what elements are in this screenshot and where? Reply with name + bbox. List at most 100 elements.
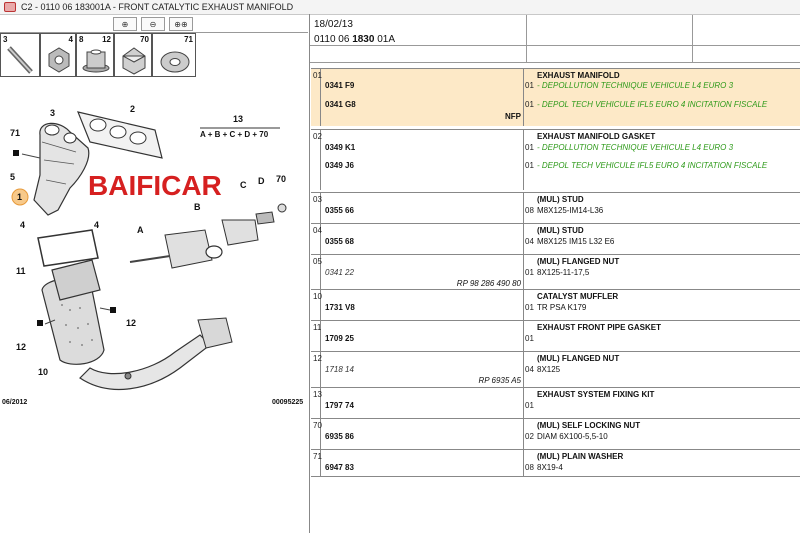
label-70: 70 — [276, 174, 287, 184]
table-row[interactable]: 01 0341 F9 01 EXHAUST MANIFOLD - DEPOLLU… — [311, 68, 800, 126]
part-quantity: 08 — [525, 206, 534, 215]
table-row[interactable]: 11 1709 25 01 EXHAUST FRONT PIPE GASKET — [311, 320, 800, 351]
header-divider — [310, 62, 800, 63]
part-quantity: 01 — [525, 100, 534, 109]
part-description: (MUL) STUD — [537, 226, 584, 235]
qty-divider — [523, 352, 524, 387]
table-row[interactable]: 04 0355 68 04 (MUL) STUD M8X125 IM15 L32… — [311, 223, 800, 254]
row-index: 12 — [313, 354, 322, 363]
part-reference[interactable]: 0341 G8 — [325, 100, 356, 109]
part-quantity: 01 — [525, 268, 534, 277]
qty-divider — [523, 193, 524, 223]
table-row[interactable]: 05 0341 22 RP 98 286 490 80 01 (MUL) FLA… — [311, 254, 800, 289]
zoom-out-button[interactable]: ⊖ — [141, 17, 165, 31]
row-index: 11 — [313, 323, 322, 332]
label-11: 11 — [16, 266, 26, 276]
qty-divider — [523, 388, 524, 418]
table-row[interactable]: 70 6935 86 02 (MUL) SELF LOCKING NUT DIA… — [311, 418, 800, 449]
thumbnail-number: 12 — [102, 35, 111, 44]
index-column — [311, 419, 321, 449]
part-description: CATALYST MUFFLER — [537, 292, 619, 301]
part-reference[interactable]: 0355 68 — [325, 237, 354, 246]
stud-icon — [7, 46, 33, 74]
part-reference[interactable]: 0341 F9 — [325, 81, 355, 90]
table-row[interactable]: 71 6947 83 08 (MUL) PLAIN WASHER 8X19-4 — [311, 449, 800, 477]
part-quantity: 02 — [525, 432, 534, 441]
part-reference[interactable]: 1718 14 — [325, 365, 354, 374]
table-row[interactable]: 12 1718 14 RP 6935 A5 04 (MUL) FLANGED N… — [311, 351, 800, 387]
part-thumbnails: 3 4 8 12 70 71 — [0, 33, 196, 77]
table-row[interactable]: 03 0355 66 08 (MUL) STUD M8X125-IM14-L36 — [311, 192, 800, 223]
ref-prefix: 0110 06 — [314, 34, 350, 45]
label-12: 12 — [16, 342, 27, 352]
part-quantity: 04 — [525, 237, 534, 246]
part-reference[interactable]: 1797 74 — [325, 401, 354, 410]
diagram-date: 06/2012 — [2, 399, 28, 406]
qty-divider — [523, 224, 524, 254]
hex-nut-icon — [122, 47, 146, 75]
row-index: 71 — [313, 452, 322, 461]
thumbnail-washer[interactable]: 71 — [152, 33, 196, 77]
window-titlebar: C2 - 0110 06 183001A - FRONT CATALYTIC E… — [0, 0, 800, 15]
part-description: EXHAUST SYSTEM FIXING KIT — [537, 390, 655, 399]
qty-divider — [523, 450, 524, 477]
zoom-fit-icon: ⊕⊕ — [174, 19, 188, 29]
part-note: - DEPOL TECH VEHICULE IFL5 EURO 4 INCITA… — [537, 161, 768, 170]
part-note: - DEPOLLUTION TECHNIQUE VEHICULE L4 EURO… — [537, 143, 734, 152]
row-index: 10 — [313, 292, 322, 301]
thumbnail-flanged-nut[interactable]: 8 12 — [76, 33, 114, 77]
zoom-fit-button[interactable]: ⊕⊕ — [169, 17, 193, 31]
part-reference[interactable]: 0341 22 — [325, 268, 354, 277]
diagram-code: 00095225 — [272, 399, 304, 406]
ref-bold: 1830 — [352, 34, 375, 45]
table-row[interactable]: 02 0349 K1 01 EXHAUST MANIFOLD GASKET - … — [311, 129, 800, 190]
exhaust-assembly-drawing — [11, 111, 287, 390]
index-column — [311, 69, 321, 126]
row-index: 02 — [313, 132, 322, 141]
qty-divider — [523, 419, 524, 449]
part-spec: 8X125 — [537, 365, 561, 374]
part-reference[interactable]: 0349 J6 — [325, 161, 354, 170]
row-index: 13 — [313, 390, 322, 399]
part-spec: DIAM 6X100-5,5-10 — [537, 432, 608, 441]
index-column — [311, 224, 321, 254]
part-reference[interactable]: 0349 K1 — [325, 143, 356, 152]
window-title: C2 - 0110 06 183001A - FRONT CATALYTIC E… — [21, 2, 294, 12]
part-description: (MUL) STUD — [537, 195, 584, 204]
row-index: 03 — [313, 195, 322, 204]
label-10: 10 — [38, 367, 49, 377]
index-column — [311, 193, 321, 223]
part-quantity: 01 — [525, 401, 534, 410]
part-note: - DEPOLLUTION TECHNIQUE VEHICULE L4 EURO… — [537, 81, 734, 90]
part-reference[interactable]: 0355 66 — [325, 206, 354, 215]
qty-divider — [523, 255, 524, 289]
part-quantity: 01 — [525, 334, 534, 343]
thumbnail-number: 3 — [3, 35, 8, 44]
thumbnail-stud[interactable]: 3 — [0, 33, 40, 77]
label-1[interactable]: 1 — [17, 192, 23, 202]
label-4: 4 — [20, 220, 26, 230]
index-column — [311, 130, 321, 190]
ref-suffix: 01A — [377, 34, 396, 45]
thumbnail-self-locking-nut[interactable]: 70 — [114, 33, 152, 77]
zoom-in-button[interactable]: ⊕ — [113, 17, 137, 31]
part-description: (MUL) FLANGED NUT — [537, 354, 620, 363]
part-replacement: RP 6935 A5 — [478, 376, 521, 385]
part-reference[interactable]: 1709 25 — [325, 334, 354, 343]
thumbnail-stud-short[interactable]: 4 — [40, 33, 76, 77]
header-divider — [310, 45, 800, 46]
part-reference[interactable]: 1731 V8 — [325, 303, 355, 312]
part-spec: TR PSA K179 — [537, 303, 587, 312]
part-reference[interactable]: 6947 83 — [325, 463, 354, 472]
part-replacement: NFP — [505, 112, 521, 121]
part-reference[interactable]: 6935 86 — [325, 432, 354, 441]
row-index: 01 — [313, 71, 322, 80]
part-spec: M8X125 IM15 L32 E6 — [537, 237, 615, 246]
label-5: 5 — [10, 172, 16, 182]
table-row[interactable]: 10 1731 V8 01 CATALYST MUFFLER TR PSA K1… — [311, 289, 800, 320]
part-note: - DEPOL TECH VEHICULE IFL5 EURO 4 INCITA… — [537, 100, 768, 109]
table-row[interactable]: 13 1797 74 01 EXHAUST SYSTEM FIXING KIT — [311, 387, 800, 418]
qty-divider — [523, 69, 524, 126]
index-column — [311, 255, 321, 289]
thumbnail-number: 71 — [184, 35, 193, 44]
